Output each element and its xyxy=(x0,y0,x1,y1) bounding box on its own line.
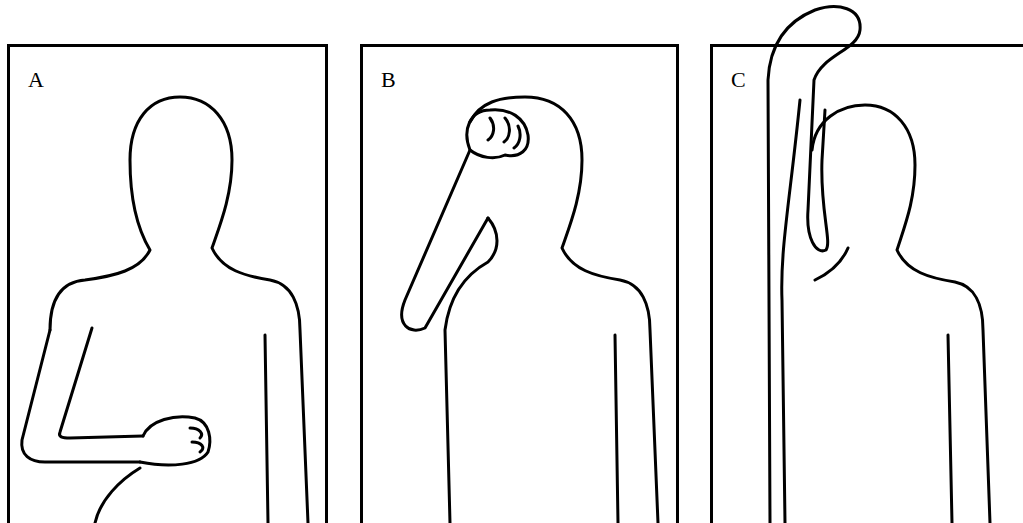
panel-letter: A xyxy=(28,69,44,91)
figure-panel: C xyxy=(710,44,1023,523)
figure-a xyxy=(22,97,308,523)
figure-c xyxy=(768,7,990,523)
figure-b xyxy=(402,97,658,523)
panel-letter: C xyxy=(731,69,746,91)
figure-panel: A xyxy=(7,44,328,523)
figure-panel: B xyxy=(360,44,679,523)
panel-letter: B xyxy=(381,69,396,91)
